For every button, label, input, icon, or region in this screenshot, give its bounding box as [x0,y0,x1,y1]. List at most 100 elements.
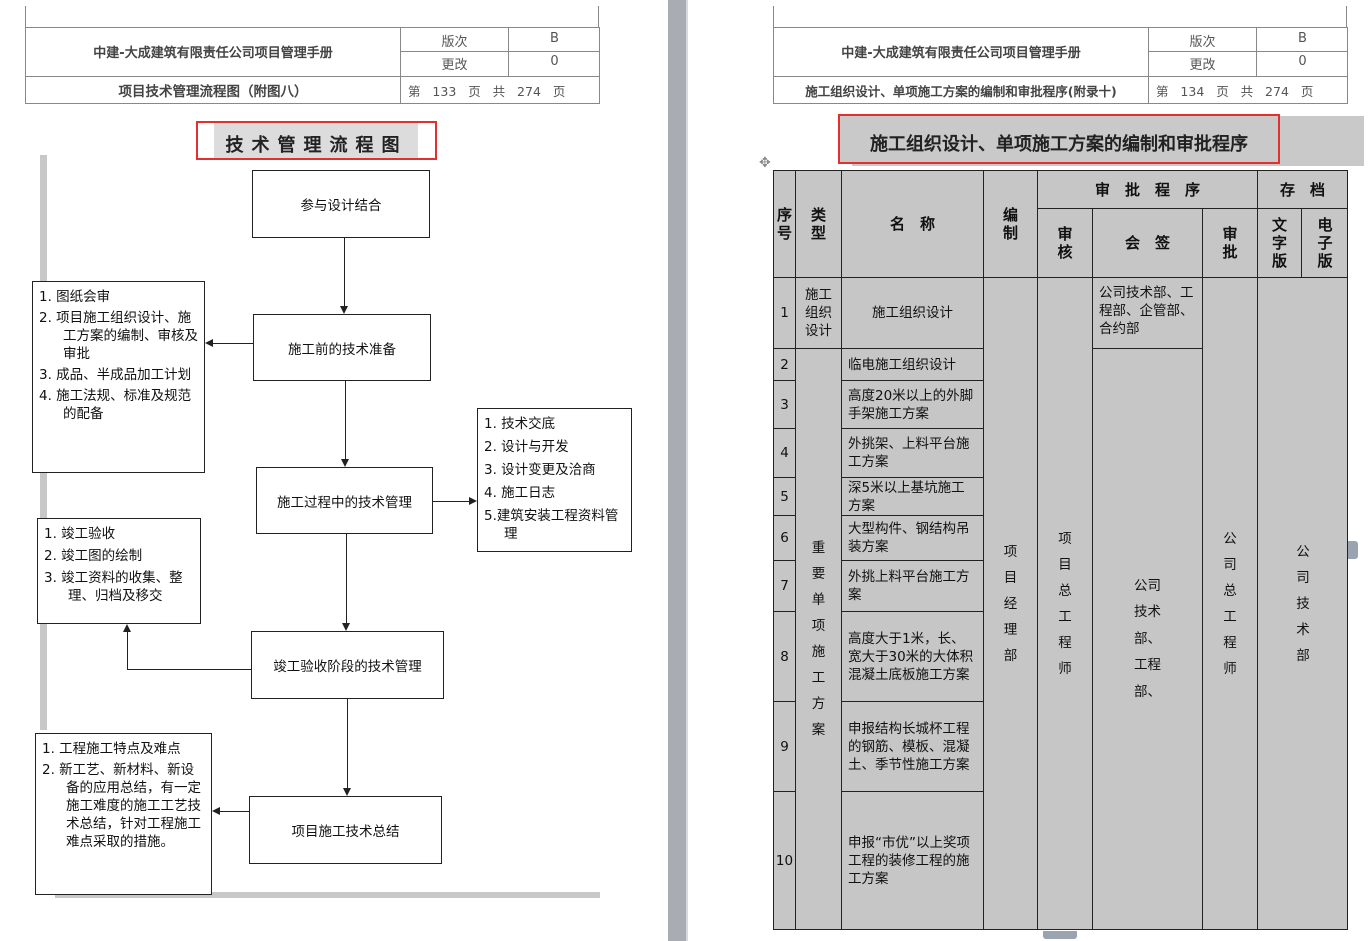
arrow-left-icon [205,339,213,347]
add-row-handle[interactable] [1043,931,1077,939]
step-summary-box: 项目施工技术总结 [249,796,442,864]
row-no: 5 [774,478,796,516]
header-approval-process: 审 批 程 序 [1038,171,1258,209]
row-name: 申报结构长城杯工程的钢筋、模板、混凝土、季节性施工方案 [842,702,984,792]
header-type: 类型 [796,171,842,278]
header-seq: 序号 [774,171,796,278]
connector-line [346,534,347,625]
prep-list-box: 1. 图纸会审 2. 项目施工组织设计、施工方案的编制、审核及审批 3. 成品、… [32,281,205,473]
arrow-up-icon [123,624,131,632]
approval-table: 序号 类型 名 称 编制 审 批 程 序 存 档 审核 会 签 审批 文字版 电… [773,170,1348,930]
row-no: 1 [774,278,796,349]
header-name: 名 称 [842,171,984,278]
compile-value: 项目经理部 [984,278,1038,930]
row-name: 高度大于1米，长、宽大于30米的大体积混凝土底板施工方案 [842,612,984,702]
left-title-highlight: 技术管理流程图 [196,121,437,160]
step-process-box: 施工过程中的技术管理 [256,467,433,534]
row-name: 外挑上料平台施工方案 [842,561,984,612]
header-approve: 审批 [1203,209,1258,278]
connector-line [347,699,348,790]
company-name: 中建-大成建筑有限责任公司项目管理手册 [93,46,333,61]
list-item: 3. 设计变更及洽商 [484,462,596,478]
process-list-box: 1. 技术交底 2. 设计与开发 3. 设计变更及洽商 4. 施工日志 5.建筑… [477,408,632,552]
row-no: 7 [774,561,796,612]
header-archive: 存 档 [1258,171,1348,209]
row-name: 施工组织设计 [842,278,984,349]
change-value: 0 [550,54,559,69]
version-value: B [1298,31,1307,46]
left-header-table: 中建-大成建筑有限责任公司项目管理手册 版次 B 更改 0 项目技术管理流程图（… [25,27,600,104]
connector-line [127,632,128,670]
arrow-down-icon [341,459,349,467]
crop-mark [1346,6,1347,28]
row-name: 高度20米以上的外脚手架施工方案 [842,381,984,429]
list-item: 2. 竣工图的绘制 [44,548,143,564]
crop-mark [773,6,774,28]
change-label: 更改 [1189,58,1216,73]
arrow-down-icon [342,623,350,631]
row-no: 2 [774,349,796,381]
arrow-down-icon [343,788,351,796]
row-no: 10 [774,792,796,930]
margin-bar [55,892,600,898]
list-item: 5.建筑安装工程资料管理 [484,508,619,542]
row-name: 临电施工组织设计 [842,349,984,381]
page-gutter-edge [686,0,688,941]
version-label: 版次 [441,35,468,50]
list-item: 3. 成品、半成品加工计划 [39,367,192,383]
crop-mark [598,6,599,28]
row-no: 4 [774,429,796,478]
list-item: 1. 竣工验收 [44,526,116,542]
review-value: 项目总工程师 [1038,278,1093,930]
row-name: 大型构件、钢结构吊装方案 [842,516,984,561]
version-label: 版次 [1189,35,1216,50]
countersign-value: 公司技术部、工程部、 [1093,349,1203,930]
header-countersign: 会 签 [1093,209,1203,278]
list-item: 2. 新工艺、新材料、新设备的应用总结，有一定施工难度的施工工艺技术总结，针对工… [42,762,201,850]
arrow-down-icon [340,306,348,314]
connector-line [213,343,253,344]
row-no: 9 [774,702,796,792]
header-compile: 编制 [984,171,1038,278]
header-text-version: 文字版 [1258,209,1302,278]
countersign-org-design: 公司技术部、工程部、企管部、合约部 [1093,278,1203,349]
right-title-highlight: 施工组织设计、单项施工方案的编制和审批程序 [838,114,1280,164]
connector-line [433,501,469,502]
summary-list-box: 1. 工程施工特点及难点 2. 新工艺、新材料、新设备的应用总结，有一定施工难度… [35,733,212,895]
left-page-number: 第 133 页 共 274 页 [408,84,566,99]
connector-line [127,669,251,670]
version-value: B [550,31,559,46]
type-special-plan: 重要单项施工方案 [796,349,842,930]
list-item: 1. 技术交底 [484,416,556,432]
row-no: 3 [774,381,796,429]
crop-mark [25,6,26,28]
right-header-table: 中建-大成建筑有限责任公司项目管理手册 版次 B 更改 0 施工组织设计、单项施… [773,27,1348,104]
header-electronic-version: 电子版 [1302,209,1348,278]
page-gutter [668,0,686,941]
step-design-box: 参与设计结合 [252,170,430,238]
connector-line [344,238,345,308]
row-name: 申报“市优”以上奖项工程的装修工程的施工方案 [842,792,984,930]
table-move-icon[interactable]: ✥ [759,155,771,171]
row-name: 外挑架、上料平台施工方案 [842,429,984,478]
header-review: 审核 [1038,209,1093,278]
right-subtitle: 施工组织设计、单项施工方案的编制和审批程序(附录十) [805,84,1117,99]
list-item: 4. 施工日志 [484,485,556,501]
approve-value: 公司总工程师 [1203,278,1258,930]
list-item: 1. 工程施工特点及难点 [42,741,181,757]
list-item: 1. 图纸会审 [39,289,111,305]
row-no: 8 [774,612,796,702]
connector-line [220,811,249,812]
arrow-right-icon [469,497,477,505]
left-title: 技术管理流程图 [225,135,408,156]
change-label: 更改 [441,58,468,73]
type-org-design: 施工组织设计 [796,278,842,349]
expand-handle[interactable] [1348,541,1358,559]
left-subtitle: 项目技术管理流程图（附图八） [118,84,308,100]
connector-line [345,381,346,461]
row-no: 6 [774,516,796,561]
archive-value: 公司技术部 [1258,278,1348,930]
list-item: 4. 施工法规、标准及规范的配备 [39,388,192,422]
right-title: 施工组织设计、单项施工方案的编制和审批程序 [870,134,1248,155]
change-value: 0 [1298,54,1307,69]
